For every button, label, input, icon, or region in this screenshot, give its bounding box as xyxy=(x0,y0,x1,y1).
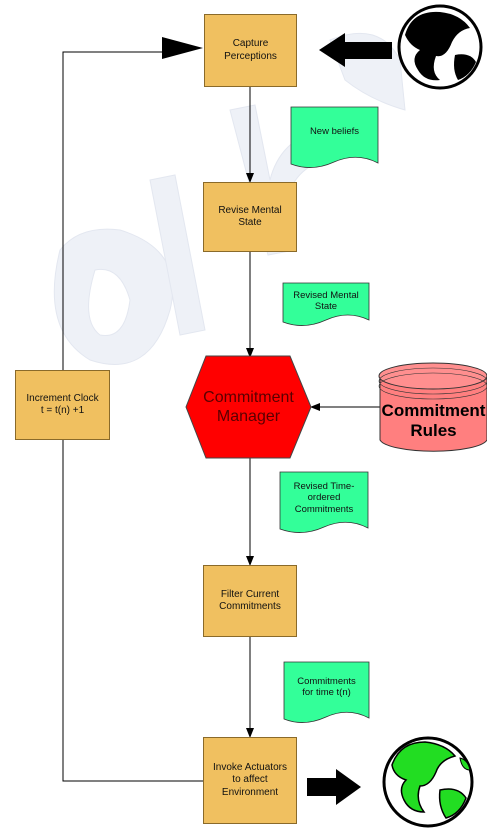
doc-revised-state-shape xyxy=(282,282,370,326)
connector-invoke-clock xyxy=(62,440,203,782)
commitment-manager-shape xyxy=(185,355,312,459)
doc-revised-commitments-label: Revised Time- ordered Commitments xyxy=(293,480,355,515)
commitment-rules-label[interactable]: Commitment Rules xyxy=(381,400,486,440)
increment-clock-box[interactable]: Increment Clock t = t(n) +1 xyxy=(15,370,110,440)
doc-new-beliefs-label: New beliefs xyxy=(309,126,360,138)
doc-commitments-time-shape xyxy=(283,661,370,723)
doc-revised-state-label: Revised Mental State xyxy=(293,289,359,312)
doc-new-beliefs-shape xyxy=(290,106,379,168)
input-arrow xyxy=(319,33,392,67)
revise-mental-state-box[interactable]: Revise Mental State xyxy=(203,182,297,252)
doc-commitments-time-label: Commitments for time t(n) xyxy=(297,675,356,698)
loop-arrowhead xyxy=(162,37,203,59)
commitment-rules-shape xyxy=(378,362,487,452)
filter-commitments-box[interactable]: Filter Current Commitments xyxy=(203,565,297,637)
capture-perceptions-box[interactable]: Capture Perceptions xyxy=(204,14,297,87)
output-arrow xyxy=(307,769,361,805)
globe-icon xyxy=(397,4,483,90)
connector-clock-capture xyxy=(62,51,165,370)
commitment-manager-label[interactable]: Commitment Manager xyxy=(203,388,294,425)
globe-icon xyxy=(382,736,474,828)
doc-revised-commitments-shape xyxy=(279,471,369,533)
invoke-actuators-box[interactable]: Invoke Actuators to affect Environment xyxy=(203,737,297,824)
